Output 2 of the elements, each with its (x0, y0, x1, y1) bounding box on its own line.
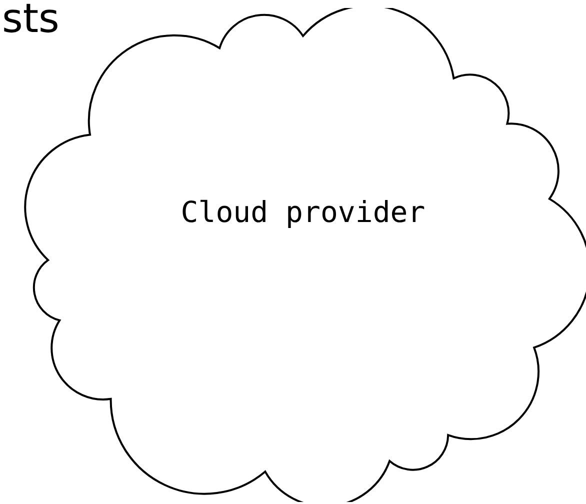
text-fragment: sts (2, 0, 60, 42)
node-label: Cloud provider (180, 195, 426, 229)
